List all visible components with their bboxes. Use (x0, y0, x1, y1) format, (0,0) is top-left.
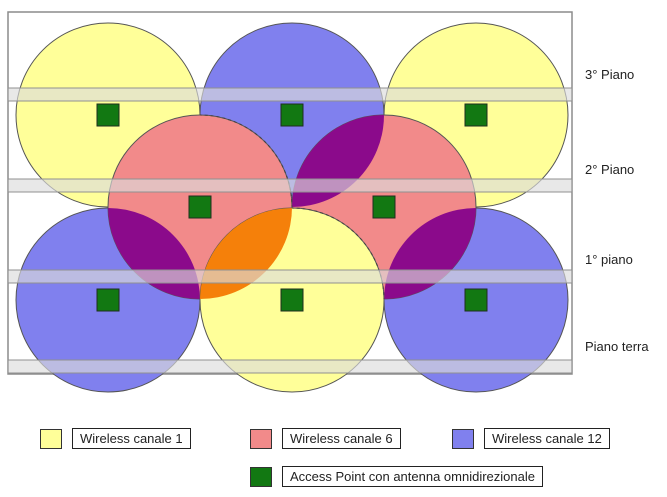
access-points (96, 103, 488, 312)
floor-label-ground: Piano terra (585, 339, 649, 354)
legend-swatch-ch6 (250, 428, 272, 449)
legend-label-ch1: Wireless canale 1 (72, 428, 191, 449)
legend-label-ch12: Wireless canale 12 (484, 428, 610, 449)
legend-swatch-ch12 (452, 428, 474, 449)
floor-slab (7, 178, 573, 193)
overlap-ch1-ch6 (200, 208, 292, 299)
floor-slab (7, 87, 573, 102)
access-point-icon (96, 288, 120, 312)
legend-label-ch6: Wireless canale 6 (282, 428, 401, 449)
access-point-icon (96, 103, 120, 127)
access-point-icon (188, 195, 212, 219)
floor-label-3: 3° Piano (585, 67, 635, 82)
floor-label-2: 2° Piano (585, 162, 635, 177)
legend-swatch-ap (250, 466, 272, 487)
legend-item-ch12: Wireless canale 12 (452, 428, 610, 449)
legend-label-ap: Access Point con antenna omnidirezionale (282, 466, 543, 487)
legend-item-ap: Access Point con antenna omnidirezionale (250, 466, 543, 487)
access-point-icon (464, 288, 488, 312)
access-point-icon (280, 103, 304, 127)
legend-item-ch1: Wireless canale 1 (40, 428, 191, 449)
access-point-icon (464, 103, 488, 127)
access-point-icon (372, 195, 396, 219)
floor-slab (7, 359, 573, 374)
floor-slabs (7, 87, 573, 374)
floor-slab (7, 269, 573, 284)
access-point-icon (280, 288, 304, 312)
overlap-ch6-ch12 (384, 208, 476, 299)
overlap-ch6-ch12 (108, 208, 200, 299)
overlap-ch6-ch12 (292, 115, 384, 207)
floor-label-1: 1° piano (585, 252, 633, 267)
legend-swatch-ch1 (40, 428, 62, 449)
legend-item-ch6: Wireless canale 6 (250, 428, 401, 449)
